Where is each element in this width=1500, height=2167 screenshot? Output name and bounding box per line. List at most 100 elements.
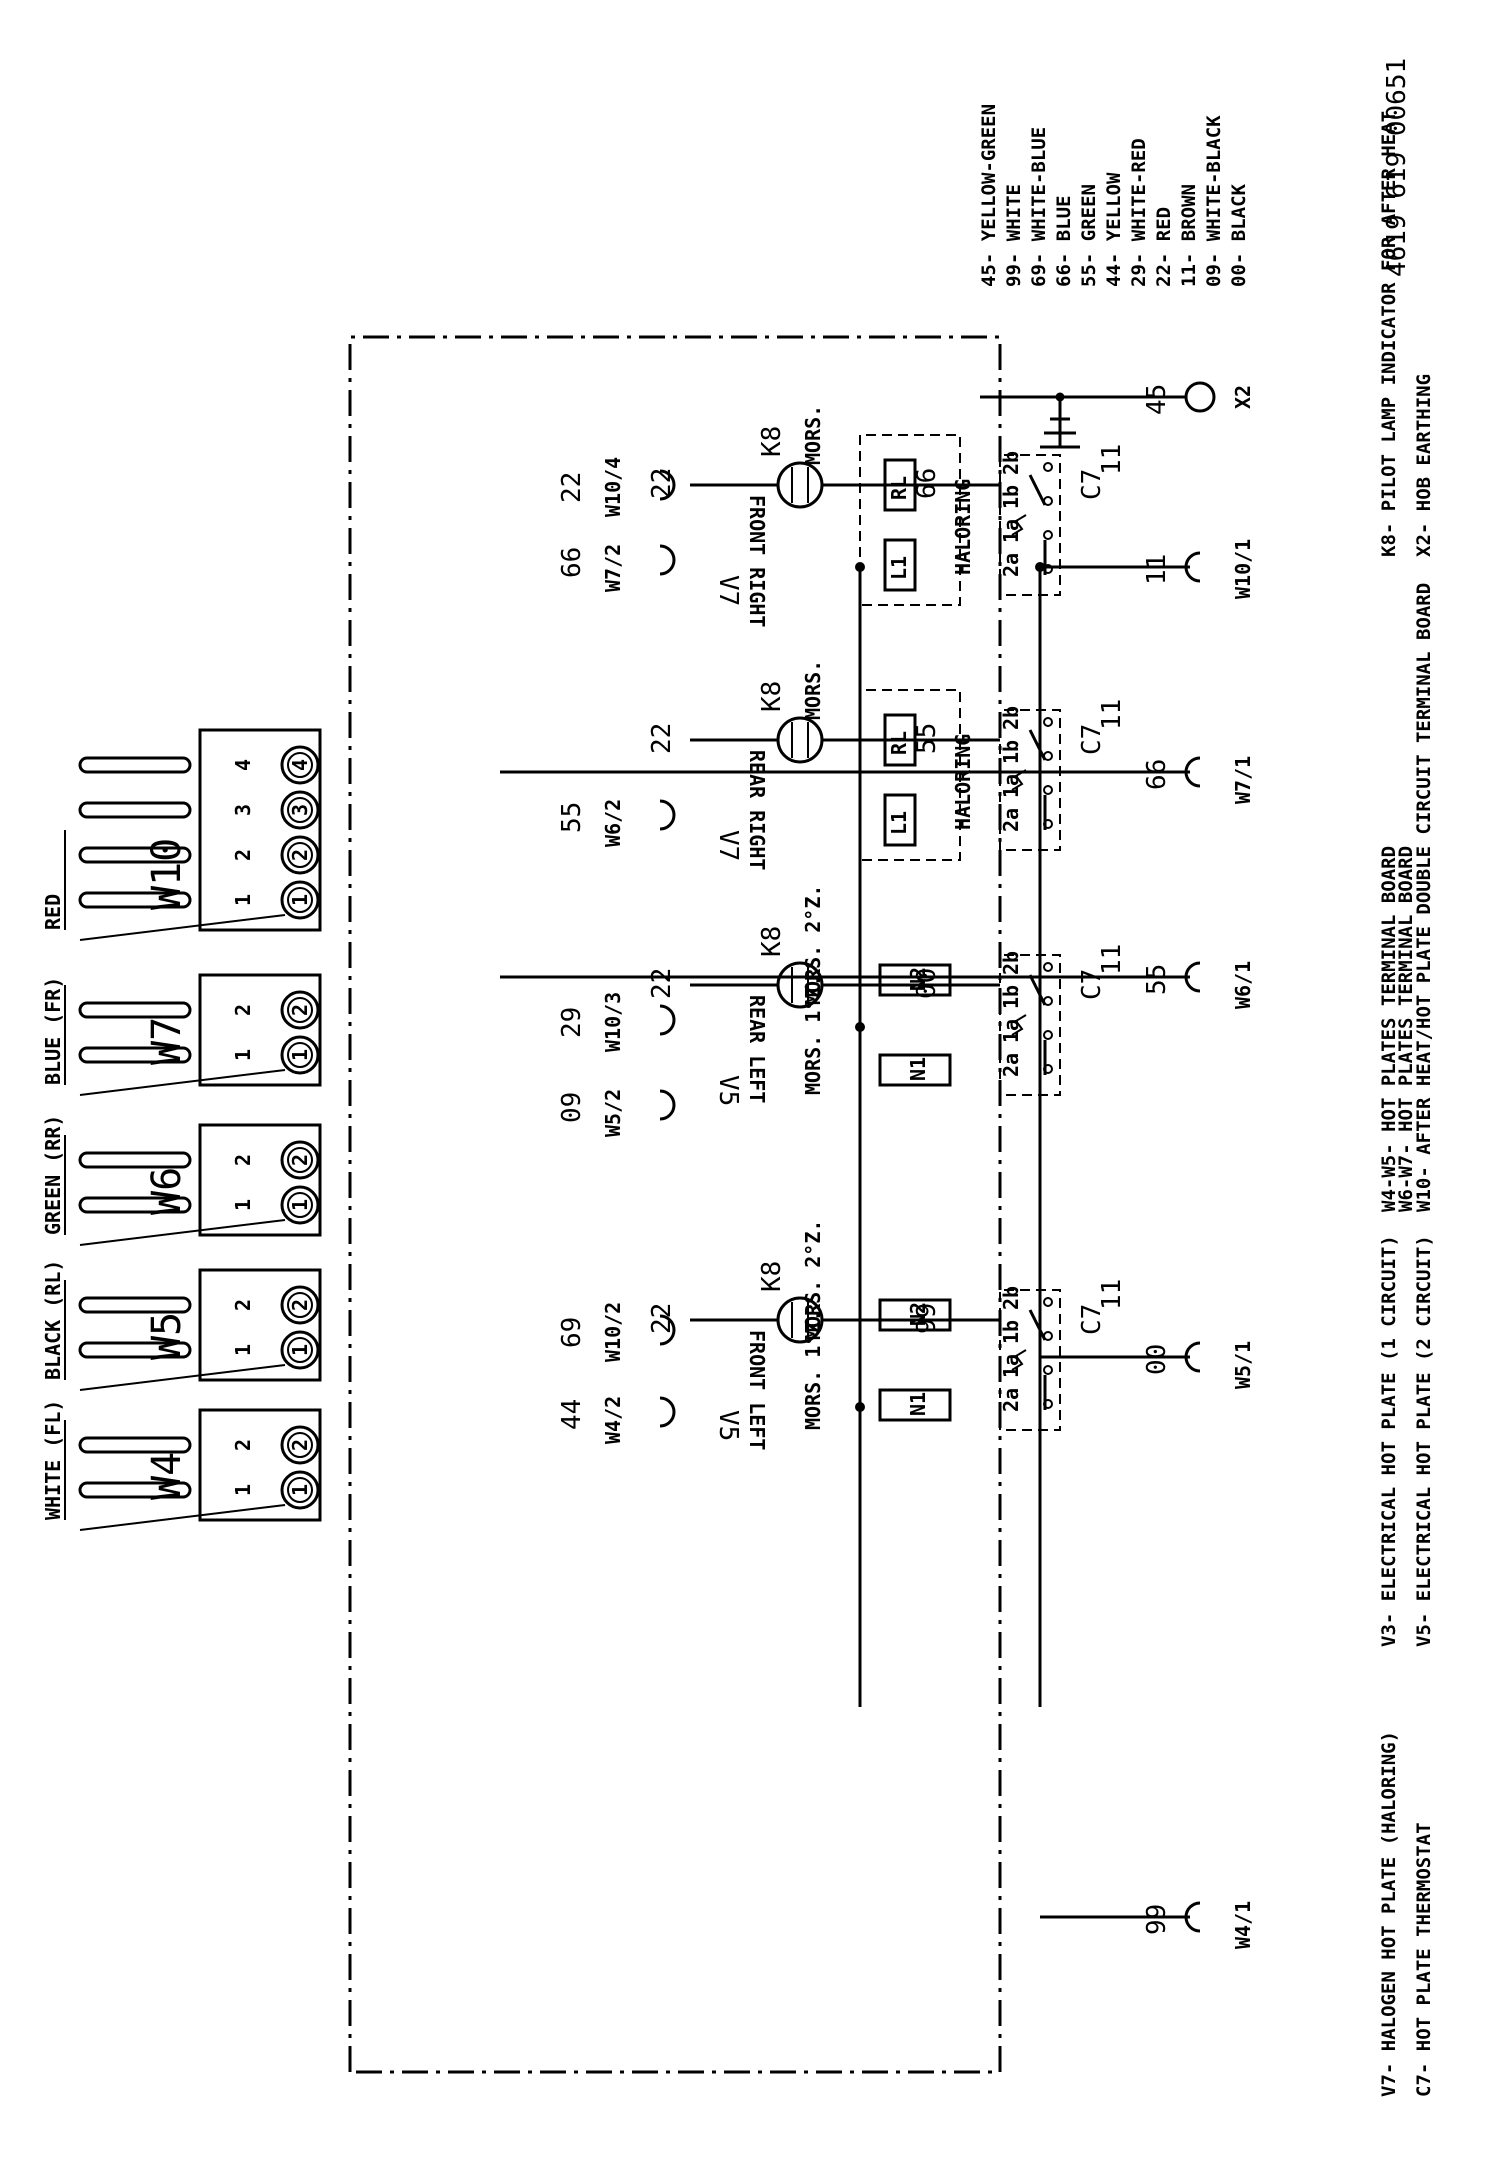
pilot-lamp-filament (791, 1302, 809, 1338)
terminal-pin-ring (280, 1185, 320, 1225)
legend-component-text: W10- AFTER HEAT/HOT PLATE DOUBLE CIRCUIT… (1413, 583, 1435, 1212)
terminal-pin-label: 3 (231, 804, 255, 816)
bottom-terminal-label: W5/2 (601, 1089, 625, 1137)
terminal-pin-inner (287, 997, 313, 1023)
terminal-board-body (198, 973, 322, 1087)
terminal-pin-label: 2 (231, 849, 255, 861)
legend-component-text: X2- HOB EARTHING (1413, 374, 1435, 557)
terminal-pin-inner (287, 887, 313, 913)
drawing-number: 4619 619 00651 (1382, 58, 1412, 277)
halogen-resistor-label: L1 (887, 556, 911, 580)
switch-arm-b (1028, 974, 1047, 1006)
halogen-resistor-label: RL (887, 731, 911, 755)
terminal-pin-ring (280, 1470, 320, 1510)
lamp-wire-code: 66 (912, 468, 942, 499)
terminal-board-wire-label: GREEN (RR) (41, 1115, 65, 1235)
bimetal (1011, 1349, 1027, 1371)
resistor-label: N2 (906, 967, 930, 991)
terminal-spade (78, 1196, 192, 1214)
top-terminal-label: W7/1 (1231, 756, 1255, 804)
terminal-board-wire-label: RED (41, 894, 65, 930)
zone-title: REAR LEFT (745, 995, 769, 1103)
terminal-spade (78, 1341, 192, 1359)
terminal-pin-ring (280, 1425, 320, 1465)
terminal-spade (78, 1296, 192, 1314)
terminal-pin-number: 1 (288, 1199, 312, 1211)
bottom-terminal-clip (659, 1089, 676, 1121)
haloring-box (859, 434, 961, 606)
thermostat-label: C7 (1077, 1304, 1107, 1335)
plate-label: V5 (713, 1075, 743, 1106)
terminal-pin-number: 1 (288, 1484, 312, 1496)
terminal-pin-inner (287, 1432, 313, 1458)
legend-component-text: W4-W5- HOT PLATES TERMINAL BOARD (1378, 846, 1400, 1212)
mors-label: MORS. (801, 405, 825, 465)
switch-arm-b (1028, 1309, 1047, 1341)
switch-contact-label: 2b (999, 451, 1023, 475)
halogen-resistor-label: L1 (887, 811, 911, 835)
bimetal (1011, 514, 1027, 536)
thermostat-label: C7 (1077, 469, 1107, 500)
terminal-pin-label: 1 (231, 1199, 255, 1211)
plate-label: V7 (713, 830, 743, 861)
bottom-terminal-label: W6/2 (601, 799, 625, 847)
terminal-board-name: W5 (144, 1312, 190, 1360)
terminal-pin-label: 2 (231, 1154, 255, 1166)
contact-node (1043, 462, 1053, 472)
terminal-spade (78, 756, 192, 774)
terminal-pin-ring (280, 790, 320, 830)
top-terminal-label: W5/1 (1231, 1341, 1255, 1389)
top-terminal-label: W4/1 (1231, 1901, 1255, 1949)
mors-label: MORS. 2°Z. (801, 885, 825, 1005)
terminal-spade (78, 1151, 192, 1169)
top-terminal-label: W10/1 (1231, 539, 1255, 599)
haloring-label: HALORING (951, 479, 975, 575)
bottom-wire-code: 22 (557, 472, 587, 503)
switch-contact-label: 2a (999, 1053, 1023, 1077)
terminal-pin-inner (287, 752, 313, 778)
terminal-pin-label: 1 (231, 1344, 255, 1356)
color-code-text: 11- BROWN (1178, 184, 1200, 287)
bimetal (1011, 1014, 1027, 1036)
top-wire-code: 11 (1142, 554, 1172, 585)
halogen-resistor (883, 538, 917, 592)
switch-contact-label: 1b (999, 985, 1023, 1009)
bottom-terminal-label: W10/4 (601, 457, 625, 517)
switch-arm-b (1028, 729, 1047, 761)
color-code-text: 09- WHITE-BLACK (1203, 115, 1225, 287)
terminal-pin-label: 1 (231, 894, 255, 906)
common-wire-code: 11 (1097, 444, 1127, 475)
top-wire-code: 66 (1142, 759, 1172, 790)
lamp-wire-code: 55 (912, 723, 942, 754)
pilot-lamp-filament (791, 722, 809, 758)
bottom-wire-code: 09 (557, 1092, 587, 1123)
resistor-label: N1 (906, 1057, 930, 1081)
mors-label: MORS. 2°Z. (801, 1220, 825, 1340)
switch-contact-label: 2b (999, 951, 1023, 975)
terminal-board-body (198, 1123, 322, 1237)
terminal-pin-ring (280, 1140, 320, 1180)
terminal-spade (78, 846, 192, 864)
terminal-pin-number: 1 (288, 894, 312, 906)
terminal-pin-inner (287, 842, 313, 868)
thermostat-label: C7 (1077, 724, 1107, 755)
terminal-spade (78, 1046, 192, 1064)
terminal-pin-number: 2 (288, 1299, 312, 1311)
zone-title: REAR RIGHT (745, 750, 769, 870)
bottom-wire-code: 69 (557, 1317, 587, 1348)
pilot-lamp-label: K8 (757, 426, 787, 457)
terminal-pin-number: 2 (288, 1004, 312, 1016)
pilot-lamp-filament (791, 467, 809, 503)
switch-contact-label: 1b (999, 740, 1023, 764)
terminal-board-body (198, 728, 322, 932)
terminal-pin-ring (280, 1035, 320, 1075)
contact-node (1043, 1365, 1053, 1375)
terminal-pin-inner (287, 1292, 313, 1318)
switch-contact-label: 1b (999, 1320, 1023, 1344)
legend-component-text: V7- HALOGEN HOT PLATE (HALORING) (1378, 1731, 1400, 2097)
wire-lead (79, 1364, 286, 1391)
return-wire-code: 22 (647, 723, 677, 754)
legend-component-text: V5- ELECTRICAL HOT PLATE (2 CIRCUIT) (1413, 1235, 1435, 1647)
